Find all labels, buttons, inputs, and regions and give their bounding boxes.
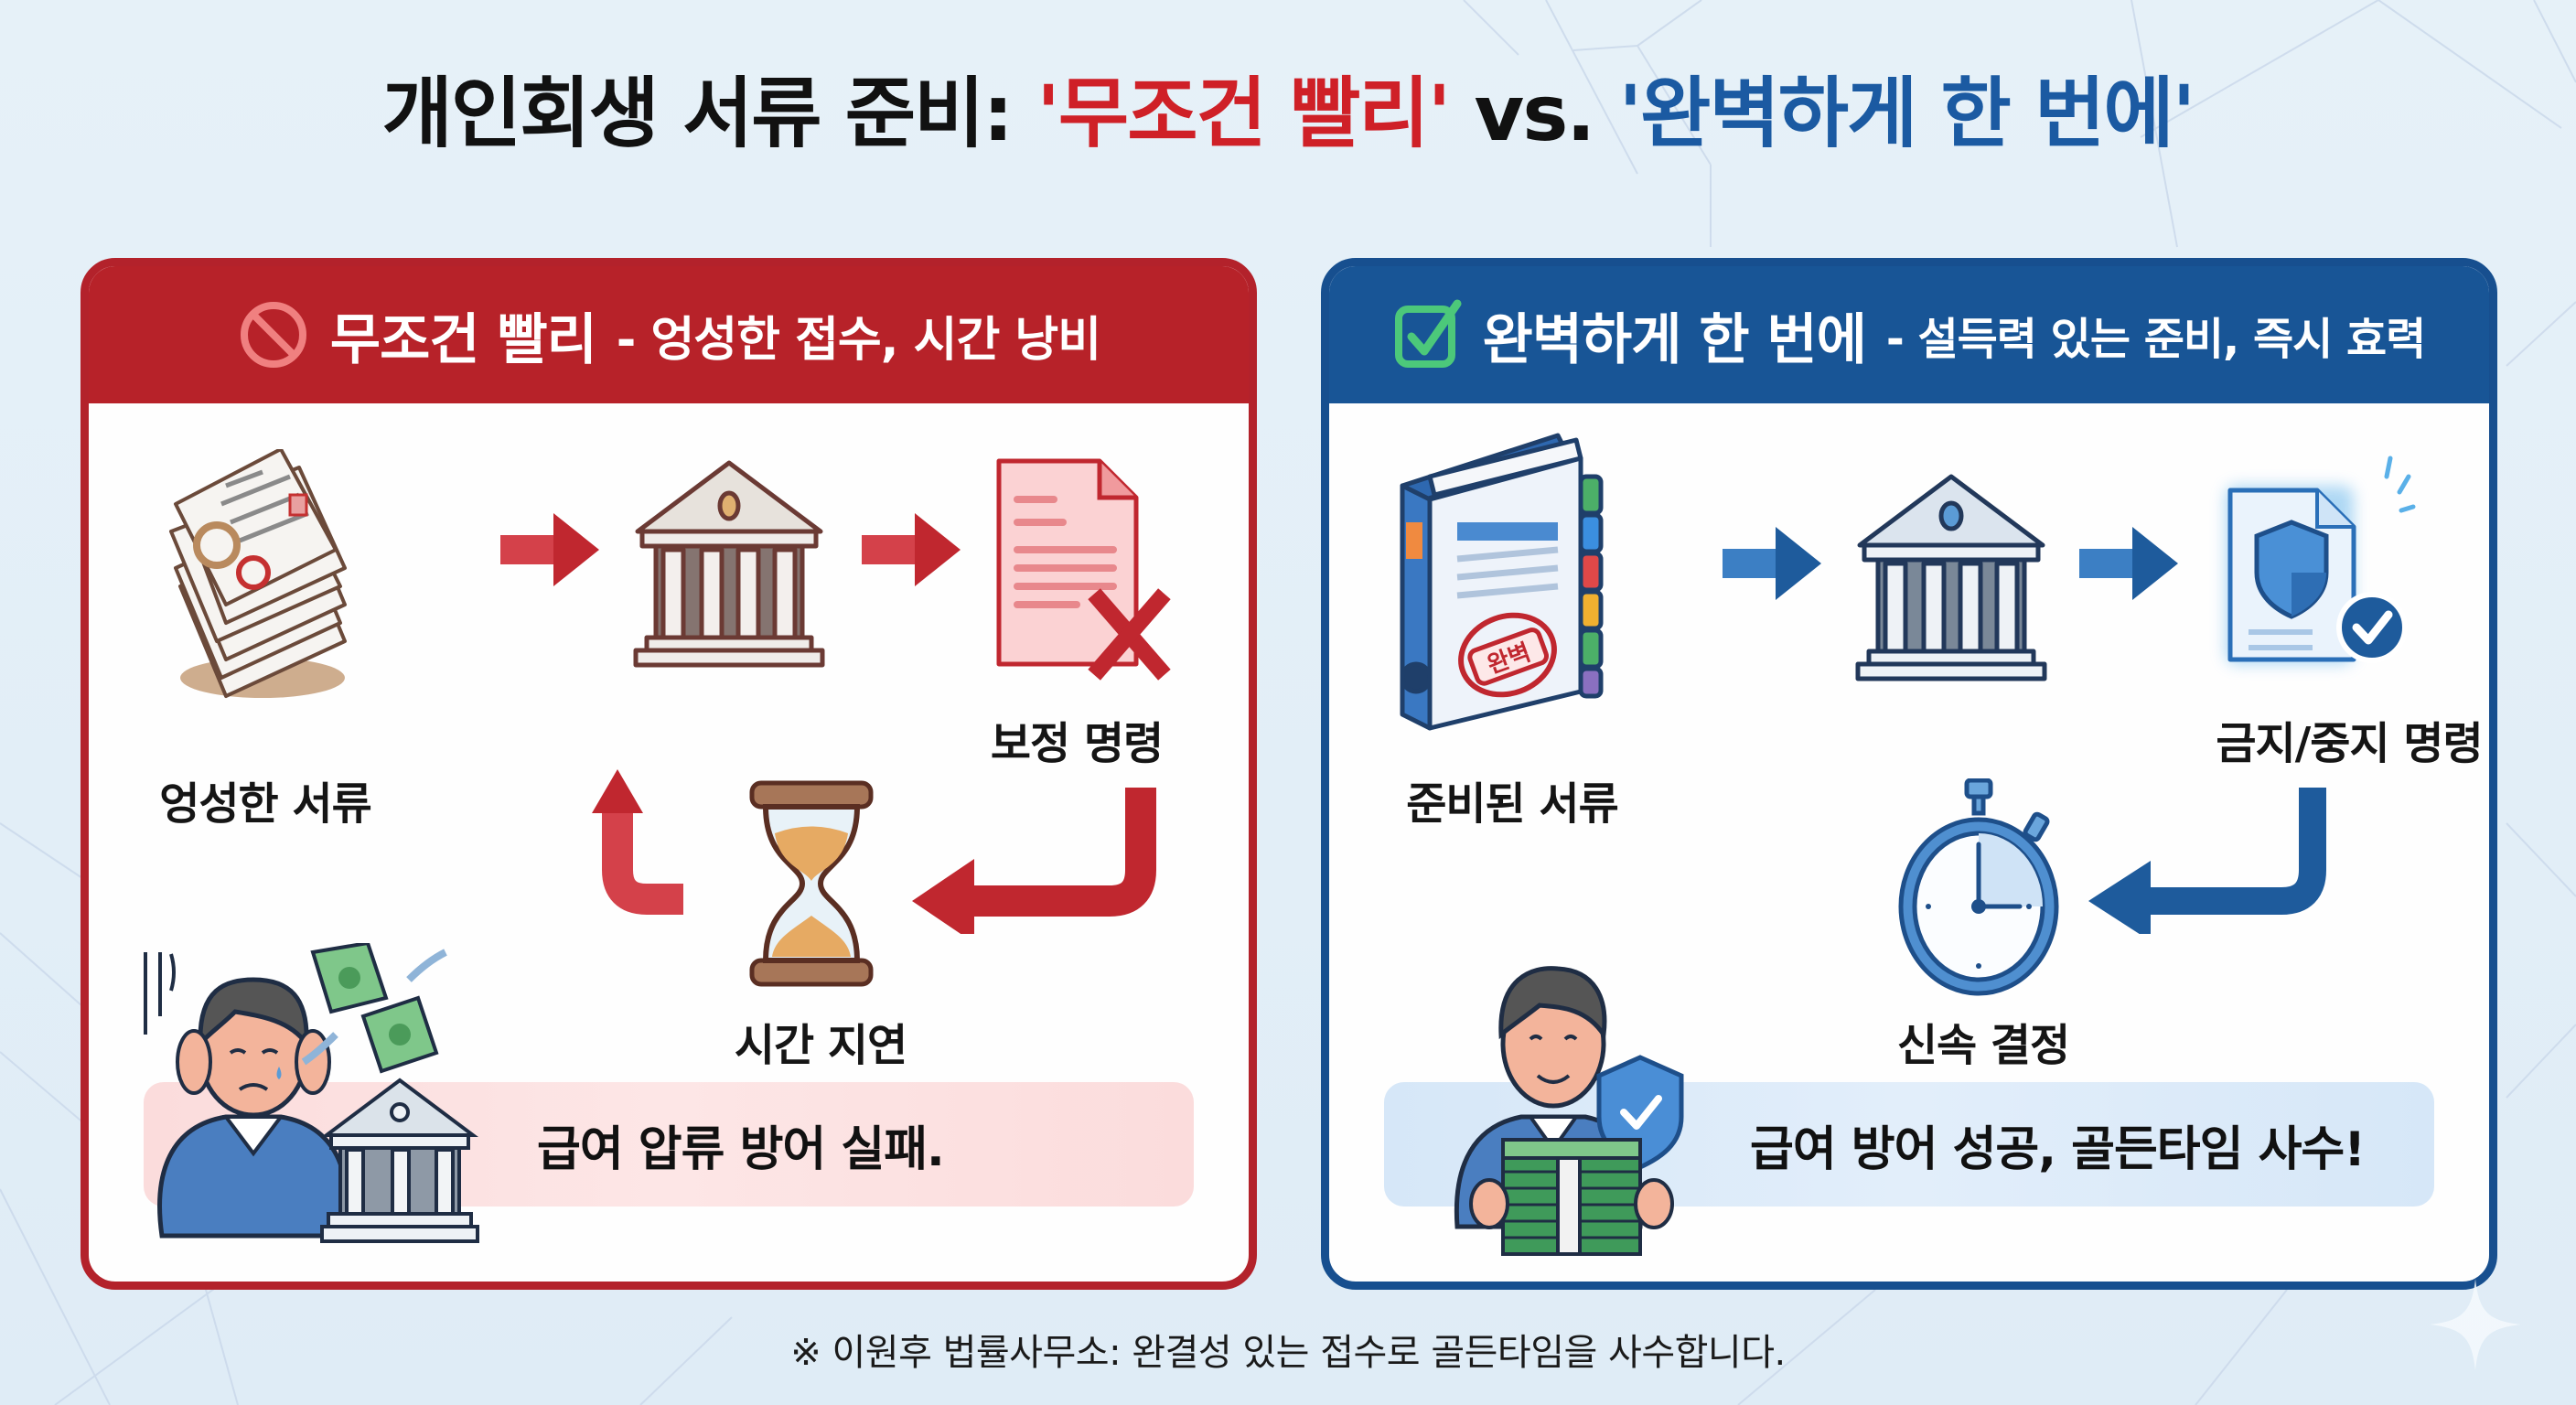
court-building-icon [1855, 474, 2047, 681]
panel-header-perfect: 완벽하게 한 번에 - 설득력 있는 준비, 즉시 효력 [1329, 266, 2489, 403]
step-label-correction-order: 보정 명령 [990, 718, 1164, 769]
title-prefix: 개인회생 서류 준비: [381, 69, 1037, 158]
result-text: 급여 압류 방어 실패. [537, 1121, 945, 1177]
title-fast-quoted: '무조건 빨리' [1036, 69, 1451, 158]
arrow-return-icon [2088, 788, 2326, 934]
happy-person-with-money-icon [1454, 966, 1684, 1256]
money-stack-icon [1469, 1138, 1674, 1256]
step-label-messy-docs: 엉성한 서류 [159, 778, 372, 830]
panel-perfect-approach: 완벽하게 한 번에 - 설득력 있는 준비, 즉시 효력 [1321, 258, 2497, 1290]
panel-body-perfect: 완벽 준비된 서류 [1329, 403, 2489, 1282]
panel-body-fast: 엉성한 서류 [89, 403, 1249, 1282]
small-bank-icon [320, 1078, 479, 1243]
title-vs: vs. [1449, 69, 1619, 158]
checkbox-check-icon [1394, 299, 1462, 368]
organized-binder-icon: 완벽 [1400, 433, 1604, 731]
panel-header-subtitle: - 엉성한 접수, 시간 낭비 [616, 312, 1101, 368]
flying-money-icon [301, 943, 447, 1074]
panel-header-subtitle: - 설득력 있는 준비, 즉시 효력 [1885, 314, 2426, 365]
hourglass-icon [749, 780, 874, 987]
panel-fast-approach: 무조건 빨리 - 엉성한 접수, 시간 낭비 엉성한 서류 [80, 258, 1257, 1290]
prohibited-icon [240, 302, 306, 368]
arrow-right-icon [2079, 527, 2178, 600]
shield-document-check-icon [2226, 456, 2416, 664]
stopwatch-icon [1898, 778, 2059, 996]
stressed-person-icon [144, 943, 479, 1243]
arrow-right-icon [500, 513, 599, 586]
arrow-return-icon [912, 788, 1156, 934]
step-label-stay-order: 금지/중지 명령 [2216, 718, 2483, 769]
panel-header-title: 무조건 빨리 [329, 307, 597, 372]
panel-header-fast: 무조건 빨리 - 엉성한 접수, 시간 낭비 [89, 266, 1249, 403]
result-text: 급여 방어 성공, 골든타임 사수! [1750, 1121, 2366, 1177]
step-label-time-delay: 시간 지연 [734, 1020, 907, 1071]
arrow-right-icon [1723, 527, 1821, 600]
court-building-icon [633, 460, 825, 668]
arrow-right-icon [862, 513, 961, 586]
footer-note: ※ 이원후 법률사무소: 완결성 있는 접수로 골든타임을 사수합니다. [790, 1332, 1786, 1374]
sparkle-icon [2430, 1279, 2521, 1370]
panel-header-title: 완벽하게 한 번에 [1482, 307, 1867, 372]
step-label-quick-decision: 신속 결정 [1896, 1020, 2070, 1071]
arrow-up-loop-icon [592, 769, 683, 915]
step-label-prepared-docs: 준비된 서류 [1406, 778, 1619, 830]
page-title: 개인회생 서류 준비: '무조건 빨리' vs. '완벽하게 한 번에' [0, 75, 2576, 152]
title-perfect-quoted: '완벽하게 한 번에' [1618, 69, 2195, 158]
messy-paper-stack-icon [169, 449, 347, 698]
rejected-document-icon [996, 458, 1171, 681]
